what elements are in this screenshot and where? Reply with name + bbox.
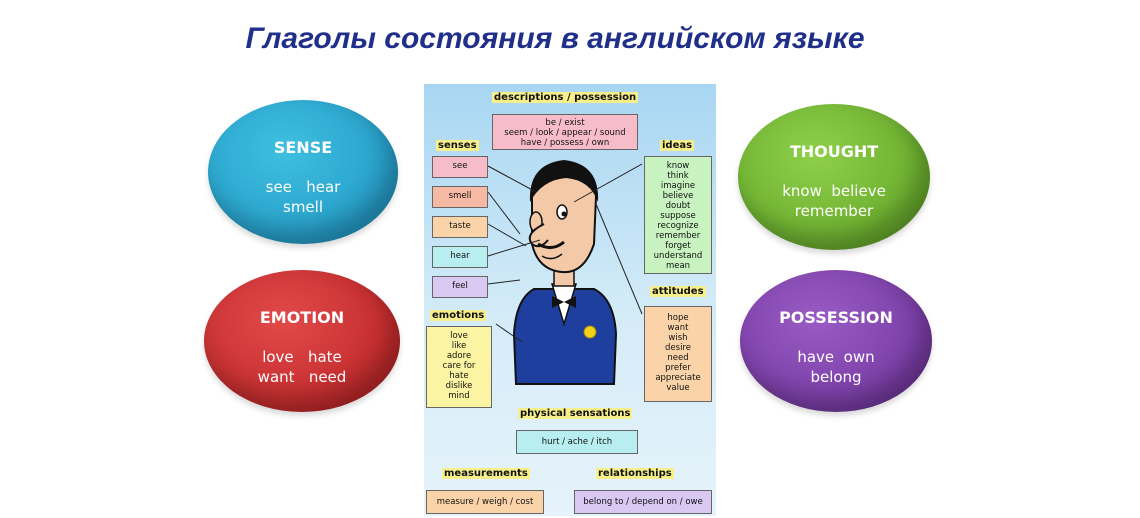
thought-line-2: remember: [794, 202, 874, 220]
ideas-item: doubt: [665, 201, 691, 211]
ideas-item: suppose: [660, 211, 696, 221]
attitudes-item: desire: [665, 343, 691, 353]
ideas-heading: ideas: [660, 140, 695, 151]
physical-heading: physical sensations: [518, 408, 633, 419]
possession-line-1: have own: [797, 348, 875, 366]
attitudes-item: prefer: [665, 363, 691, 373]
ideas-item: forget: [665, 241, 691, 251]
ideas-item: mean: [665, 261, 691, 271]
attitudes-heading: attitudes: [650, 286, 706, 297]
descriptions-line: be / exist: [545, 118, 585, 128]
ideas-box: know think imagine believe doubt suppose…: [644, 156, 712, 274]
sense-title: SENSE: [273, 138, 333, 157]
ideas-item: believe: [662, 191, 694, 201]
emotions-item: dislike: [445, 381, 473, 391]
sense-line-1: see hear: [265, 178, 341, 196]
thought-title: THOUGHT: [789, 142, 879, 161]
thought-ellipse: THOUGHT know believe remember: [738, 104, 930, 250]
ideas-item: remember: [655, 231, 701, 241]
descriptions-line: seem / look / appear / sound: [504, 128, 626, 138]
possession-line-2: belong: [810, 368, 862, 386]
emotions-item: care for: [442, 361, 476, 371]
senses-heading: senses: [436, 140, 479, 151]
attitudes-item: hope: [667, 313, 689, 323]
ideas-item: recognize: [657, 221, 699, 231]
attitudes-item: want: [667, 323, 689, 333]
emotion-ellipse: EMOTION love hate want need: [204, 270, 400, 412]
sense-box-see: see: [432, 156, 488, 178]
page-title: Глаголы состояния в английском языке: [245, 22, 865, 55]
emotions-heading: emotions: [430, 310, 487, 321]
attitudes-item: wish: [668, 333, 688, 343]
ideas-item: understand: [653, 251, 703, 261]
sense-box-smell: smell: [432, 186, 488, 208]
sense-box-feel: feel: [432, 276, 488, 298]
thought-line-1: know believe: [782, 182, 886, 200]
emotions-item: adore: [446, 351, 472, 361]
ideas-item: know: [666, 161, 690, 171]
measurements-heading: measurements: [442, 468, 530, 479]
attitudes-item: value: [666, 383, 690, 393]
descriptions-box: be / exist seem / look / appear / sound …: [492, 114, 638, 150]
possession-title: POSSESSION: [779, 308, 893, 327]
emotions-item: love: [450, 331, 468, 341]
sense-ellipse: SENSE see hear smell: [208, 100, 398, 244]
ideas-item: imagine: [660, 181, 696, 191]
emotion-line-2: want need: [257, 368, 347, 386]
sense-box-hear: hear: [432, 246, 488, 268]
emotions-box: love like adore care for hate dislike mi…: [426, 326, 492, 408]
emotion-title: EMOTION: [259, 308, 345, 327]
ideas-item: think: [667, 171, 689, 181]
sense-box-taste: taste: [432, 216, 488, 238]
attitudes-item: appreciate: [655, 373, 701, 383]
cartoon-man-illustration: [487, 160, 643, 385]
attitudes-box: hope want wish desire need prefer apprec…: [644, 306, 712, 402]
descriptions-line: have / possess / own: [520, 138, 610, 148]
emotions-item: hate: [449, 371, 469, 381]
relationships-box: belong to / depend on / owe: [574, 490, 712, 514]
possession-ellipse: POSSESSION have own belong: [740, 270, 932, 412]
descriptions-heading: descriptions / possession: [492, 92, 639, 103]
sense-line-2: smell: [283, 198, 323, 216]
emotions-item: like: [451, 341, 467, 351]
measurements-box: measure / weigh / cost: [426, 490, 544, 514]
attitudes-item: need: [667, 353, 689, 363]
physical-box: hurt / ache / itch: [516, 430, 638, 454]
stative-verbs-poster: descriptions / possession be / exist see…: [424, 84, 716, 516]
emotions-item: mind: [448, 391, 470, 401]
emotion-line-1: love hate: [262, 348, 342, 366]
relationships-heading: relationships: [596, 468, 674, 479]
